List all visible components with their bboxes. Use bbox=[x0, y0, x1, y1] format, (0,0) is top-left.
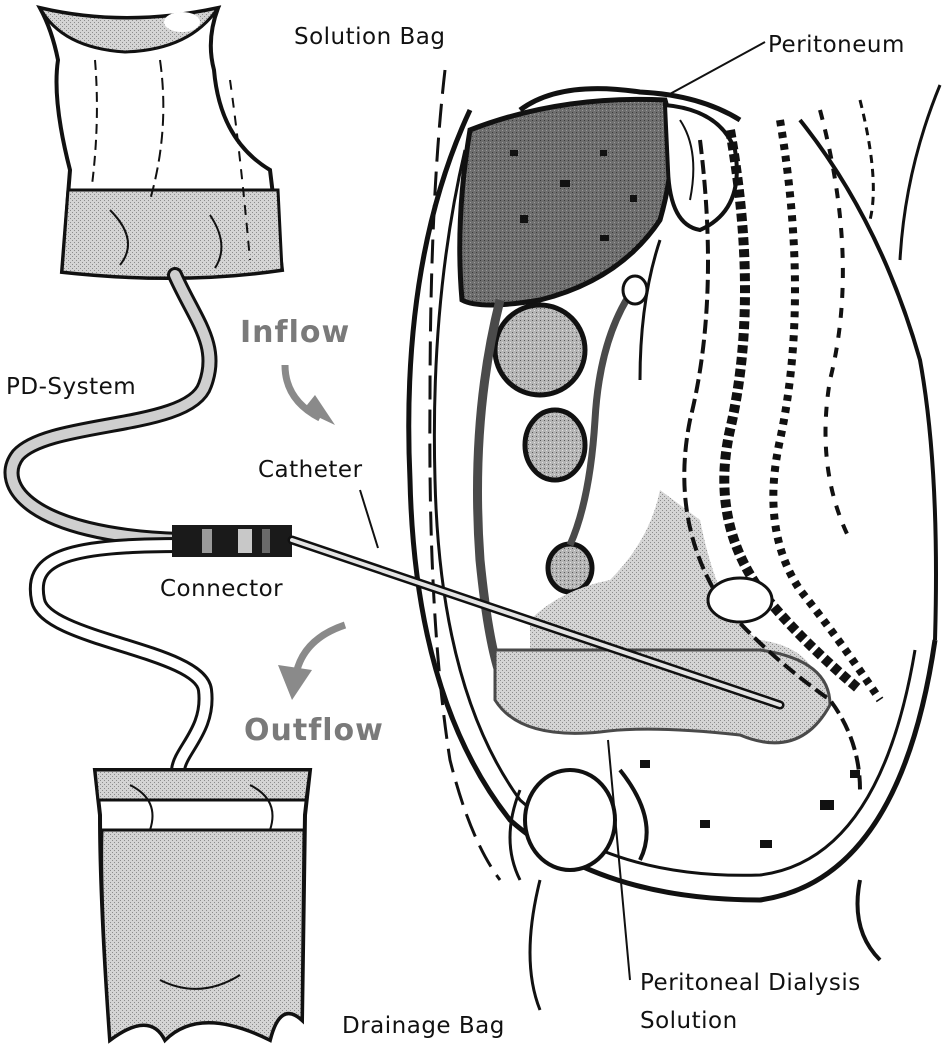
solution-bag bbox=[40, 8, 282, 278]
peritoneum-leader-line bbox=[668, 42, 765, 95]
inflow-arrow bbox=[285, 365, 335, 425]
abdomen-cross-section bbox=[409, 70, 940, 1010]
catheter-label: Catheter bbox=[258, 457, 363, 483]
outflow-label: Outflow bbox=[244, 713, 384, 748]
peritoneum-label: Peritoneum bbox=[768, 32, 905, 58]
solution-bag-label: Solution Bag bbox=[294, 24, 445, 50]
pd-system-tubing bbox=[12, 275, 210, 540]
catheter-leader-line bbox=[360, 490, 378, 548]
outflow-arrow bbox=[278, 625, 345, 700]
dialysis-solution-label-line2: Solution bbox=[640, 1008, 738, 1034]
connector bbox=[172, 525, 292, 557]
drainage-bag bbox=[95, 770, 310, 1040]
connector-label: Connector bbox=[160, 576, 283, 602]
pd-system-label: PD-System bbox=[6, 374, 136, 400]
dialysis-solution-label-line1: Peritoneal Dialysis bbox=[640, 970, 861, 996]
inflow-label: Inflow bbox=[240, 315, 350, 350]
drainage-bag-label: Drainage Bag bbox=[342, 1013, 505, 1039]
